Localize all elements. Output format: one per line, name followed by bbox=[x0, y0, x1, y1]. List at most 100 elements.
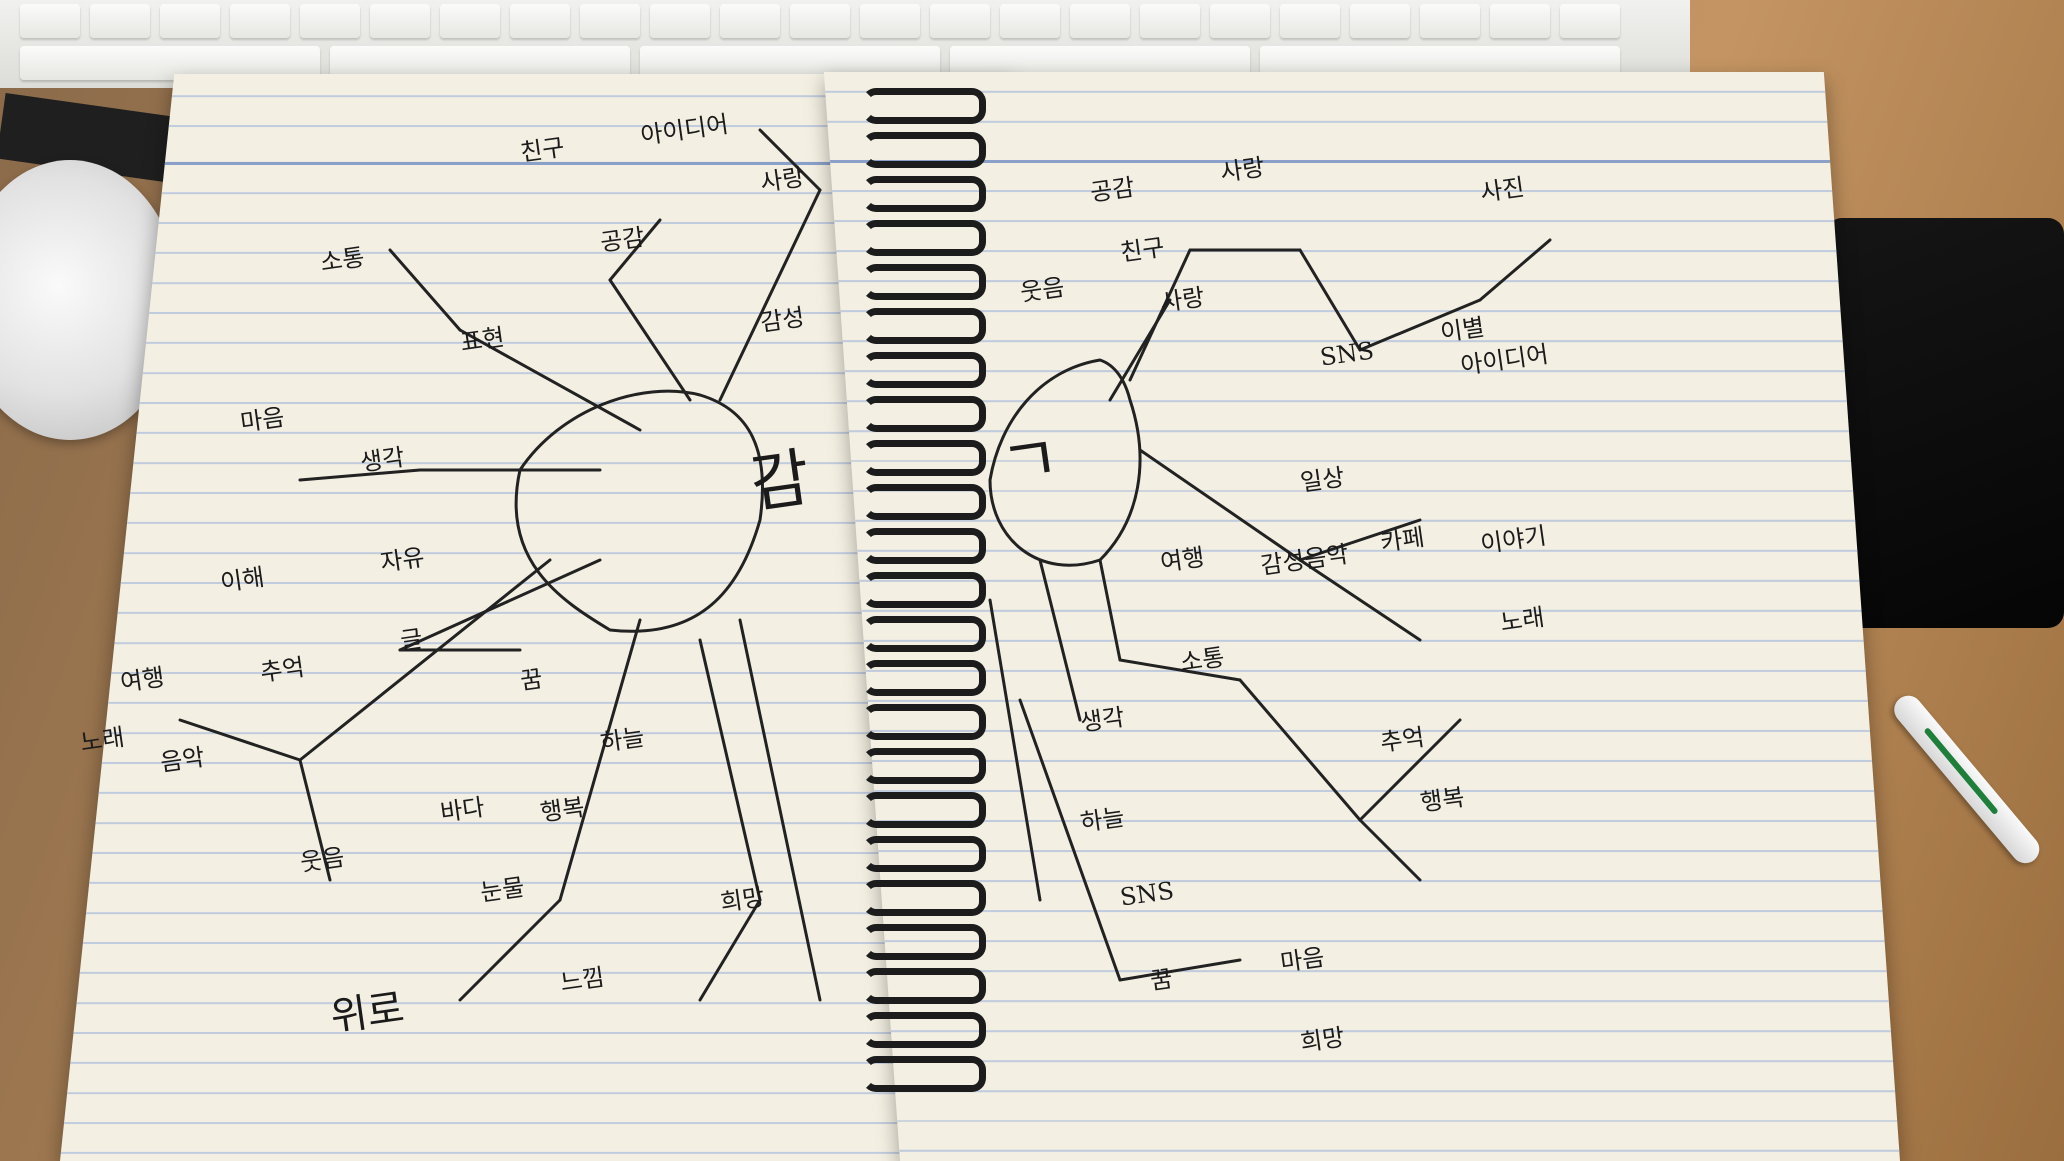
spiral-ring bbox=[862, 220, 986, 256]
black-pouch bbox=[1826, 218, 2064, 628]
handwritten-word: 공감 bbox=[1088, 173, 1137, 207]
handwritten-word: 하늘 bbox=[598, 723, 647, 757]
branch-line bbox=[1038, 558, 1082, 722]
spiral-ring bbox=[862, 132, 986, 168]
handwritten-word: 사랑 bbox=[1158, 283, 1207, 317]
handwritten-word: 하늘 bbox=[1078, 803, 1127, 837]
handwritten-word: 친구 bbox=[1118, 233, 1167, 267]
spiral-ring bbox=[862, 792, 986, 828]
handwritten-word: 이별 bbox=[1438, 313, 1487, 347]
spiral-ring bbox=[862, 440, 986, 476]
branch-line bbox=[988, 598, 1042, 902]
branch-line bbox=[608, 218, 662, 282]
branch-line bbox=[178, 718, 302, 762]
keyboard-key bbox=[160, 4, 220, 38]
branch-line bbox=[1118, 658, 1242, 682]
handwritten-word: 추억 bbox=[1378, 723, 1427, 757]
spiral-ring bbox=[862, 748, 986, 784]
keyboard-key bbox=[1000, 4, 1060, 38]
handwritten-word: 여행 bbox=[118, 663, 167, 697]
branch-line bbox=[388, 248, 462, 332]
spiral-ring bbox=[862, 616, 986, 652]
keyboard-key bbox=[230, 4, 290, 38]
keyboard-key bbox=[1490, 4, 1550, 38]
branch-line bbox=[608, 278, 692, 402]
spiral-ring bbox=[862, 484, 986, 520]
branch-line bbox=[1478, 238, 1552, 302]
keyboard-key bbox=[90, 4, 150, 38]
branch-line bbox=[1298, 558, 1422, 642]
handwritten-word: 꿈 bbox=[1148, 964, 1175, 996]
keyboard-key bbox=[1210, 4, 1270, 38]
handwritten-word: 희망 bbox=[718, 883, 767, 917]
handwritten-word: 글 bbox=[398, 624, 425, 656]
branch-line bbox=[1358, 298, 1482, 352]
spiral-ring bbox=[862, 1012, 986, 1048]
spiral-ring bbox=[862, 528, 986, 564]
handwritten-word: 공감 bbox=[598, 223, 647, 257]
branch-line bbox=[398, 558, 602, 652]
left-center-outline bbox=[514, 389, 764, 633]
branch-line bbox=[1298, 248, 1362, 352]
spiral-ring bbox=[862, 660, 986, 696]
handwritten-word: 생각 bbox=[1078, 703, 1127, 737]
spiral-ring bbox=[862, 704, 986, 740]
keyboard-key bbox=[1070, 4, 1130, 38]
branch-line bbox=[458, 328, 642, 432]
spiral-ring bbox=[862, 968, 986, 1004]
keyboard-key bbox=[930, 4, 990, 38]
keyboard-key bbox=[580, 4, 640, 38]
spiral-ring bbox=[862, 264, 986, 300]
spiral-ring bbox=[862, 924, 986, 960]
branch-line bbox=[758, 128, 822, 192]
handwritten-word: 사랑 bbox=[758, 163, 807, 197]
branch-line bbox=[718, 188, 822, 402]
keyboard-key bbox=[1560, 4, 1620, 38]
branch-line bbox=[298, 558, 552, 762]
branch-line bbox=[558, 618, 642, 902]
handwritten-word: 마음 bbox=[1278, 943, 1327, 977]
handwritten-word: 웃음 bbox=[298, 843, 347, 877]
spiral-ring bbox=[862, 88, 986, 124]
handwritten-word: 감성 bbox=[758, 303, 807, 337]
handwritten-word: 음악 bbox=[158, 743, 207, 777]
branch-line bbox=[298, 758, 332, 882]
handwritten-word: 행복 bbox=[1418, 783, 1467, 817]
keyboard-key bbox=[300, 4, 360, 38]
handwritten-word: 추억 bbox=[258, 653, 307, 687]
keyboard-key bbox=[790, 4, 850, 38]
spiral-ring bbox=[862, 836, 986, 872]
keyboard-key bbox=[1420, 4, 1480, 38]
spiral-binding bbox=[862, 88, 986, 1108]
handwritten-word: 위로 bbox=[327, 985, 408, 1041]
handwritten-word: 노래 bbox=[1498, 603, 1547, 637]
spiral-ring bbox=[862, 352, 986, 388]
branch-line bbox=[1108, 298, 1172, 402]
branch-line bbox=[1358, 818, 1422, 882]
branch-line bbox=[1138, 448, 1302, 562]
keyboard-key bbox=[370, 4, 430, 38]
right-center-outline bbox=[988, 358, 1142, 567]
branch-line bbox=[1098, 558, 1122, 662]
keyboard-key bbox=[650, 4, 710, 38]
handwritten-word: 사진 bbox=[1478, 173, 1527, 207]
branch-line bbox=[1298, 518, 1422, 562]
branch-line bbox=[1358, 718, 1462, 822]
handwritten-word: 이해 bbox=[218, 563, 267, 597]
handwritten-word: 느낌 bbox=[558, 963, 607, 997]
handwritten-word: 바다 bbox=[438, 793, 487, 827]
handwritten-word: 소통 bbox=[318, 243, 367, 277]
branch-line bbox=[698, 638, 762, 902]
handwritten-word: 마음 bbox=[238, 403, 287, 437]
branch-line bbox=[298, 468, 422, 482]
handwritten-word: 소통 bbox=[1178, 643, 1227, 677]
keyboard-key bbox=[1350, 4, 1410, 38]
handwritten-word: 일상 bbox=[1298, 463, 1347, 497]
handwritten-word: 사랑 bbox=[1218, 153, 1267, 187]
spiral-ring bbox=[862, 572, 986, 608]
spiral-ring bbox=[862, 1056, 986, 1092]
handwritten-word: 자유 bbox=[378, 543, 427, 577]
keyboard-key bbox=[510, 4, 570, 38]
spiral-ring bbox=[862, 396, 986, 432]
